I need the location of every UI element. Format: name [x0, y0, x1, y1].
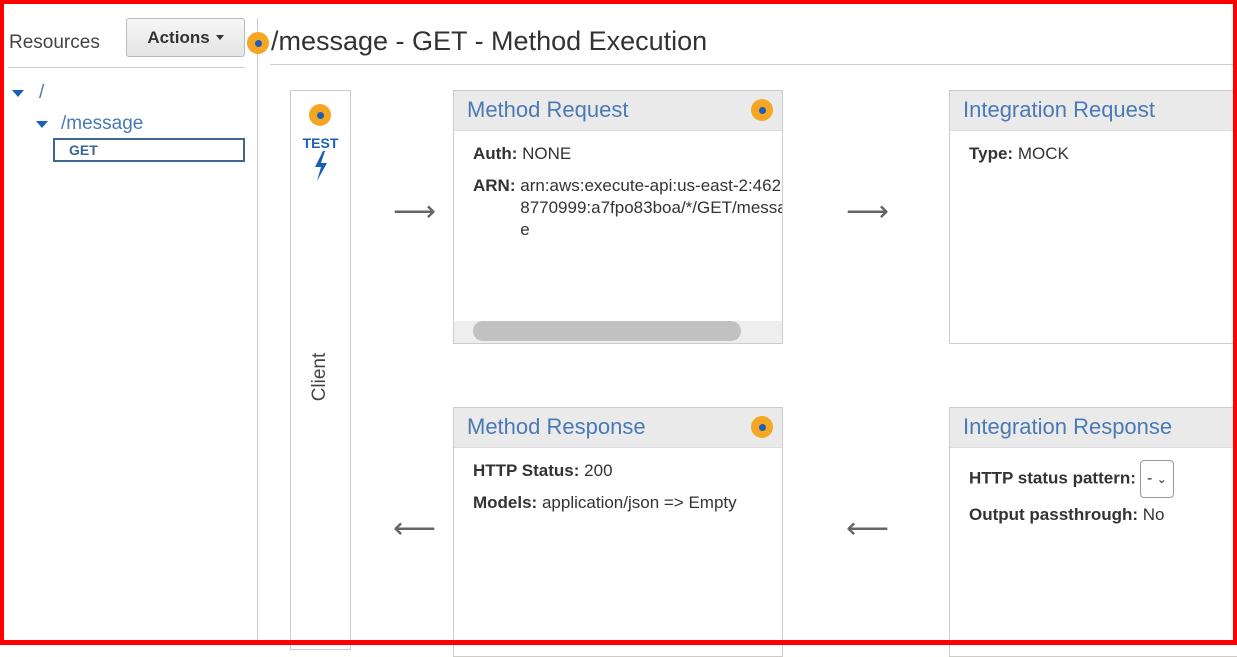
pattern-label: HTTP status pattern: [969, 468, 1136, 488]
actions-label: Actions [147, 27, 210, 47]
passthrough-label: Output passthrough: [969, 505, 1139, 524]
models-label: Models: [473, 493, 538, 512]
arrow-right-icon: ⟶ [846, 195, 890, 228]
type-value: MOCK [1017, 144, 1069, 163]
client-label: Client [309, 352, 330, 402]
horizontal-scrollbar[interactable] [454, 321, 782, 343]
divider [8, 67, 245, 68]
arn-value: arn:aws:execute-api:us-east-2:4626187709… [520, 176, 783, 239]
passthrough-value: No [1142, 505, 1165, 524]
tree-item-root[interactable]: / [12, 82, 44, 104]
integration-response-link[interactable]: Integration Response [963, 414, 1173, 439]
caret-down-icon [215, 35, 224, 40]
divider [257, 18, 258, 645]
arrow-left-icon: ⟵ [393, 512, 437, 545]
caret-down-icon [36, 120, 48, 128]
status-pattern-select[interactable]: - ⌄ [1139, 460, 1174, 498]
method-response-link[interactable]: Method Response [467, 414, 646, 439]
arrow-left-icon: ⟵ [846, 512, 890, 545]
select-value: - [1146, 470, 1153, 487]
info-badge-icon[interactable] [247, 32, 269, 54]
divider [270, 64, 1237, 65]
arn-label: ARN: [473, 176, 516, 195]
page-title: /message - GET - Method Execution [271, 26, 708, 56]
arrow-right-icon: ⟶ [393, 195, 437, 228]
actions-button[interactable]: Actions [126, 18, 245, 57]
auth-label: Auth: [473, 144, 518, 163]
test-label: TEST [302, 135, 339, 151]
caret-down-icon [12, 89, 24, 97]
lightning-icon [314, 151, 327, 181]
client-panel: TEST Client [290, 90, 351, 650]
models-value: application/json => Empty [541, 493, 737, 512]
resources-title: Resources [9, 32, 100, 53]
tree-label: / [39, 82, 45, 103]
auth-value: NONE [522, 144, 572, 163]
tree-label: /message [61, 113, 144, 134]
status-value: 200 [584, 461, 613, 480]
method-response-panel: Method Response HTTP Status: 200 Models:… [453, 407, 783, 657]
integration-request-link[interactable]: Integration Request [963, 97, 1156, 122]
test-button[interactable]: TEST [291, 135, 350, 184]
info-badge-icon[interactable] [309, 104, 331, 126]
integration-response-panel: Integration Response HTTP status pattern… [949, 407, 1237, 657]
integration-request-panel: Integration Request Type: MOCK [949, 90, 1237, 344]
tree-item-get[interactable]: GET [53, 138, 245, 162]
method-request-link[interactable]: Method Request [467, 97, 629, 122]
info-badge-icon[interactable] [751, 416, 773, 438]
status-label: HTTP Status: [473, 461, 580, 480]
tree-item-message[interactable]: /message [36, 113, 143, 135]
scrollbar-thumb[interactable] [473, 321, 741, 341]
chevron-down-icon: ⌄ [1156, 472, 1167, 486]
info-badge-icon[interactable] [751, 99, 773, 121]
type-label: Type: [969, 144, 1014, 163]
method-request-panel: Method Request Auth: NONE ARN: arn:aws:e… [453, 90, 783, 344]
